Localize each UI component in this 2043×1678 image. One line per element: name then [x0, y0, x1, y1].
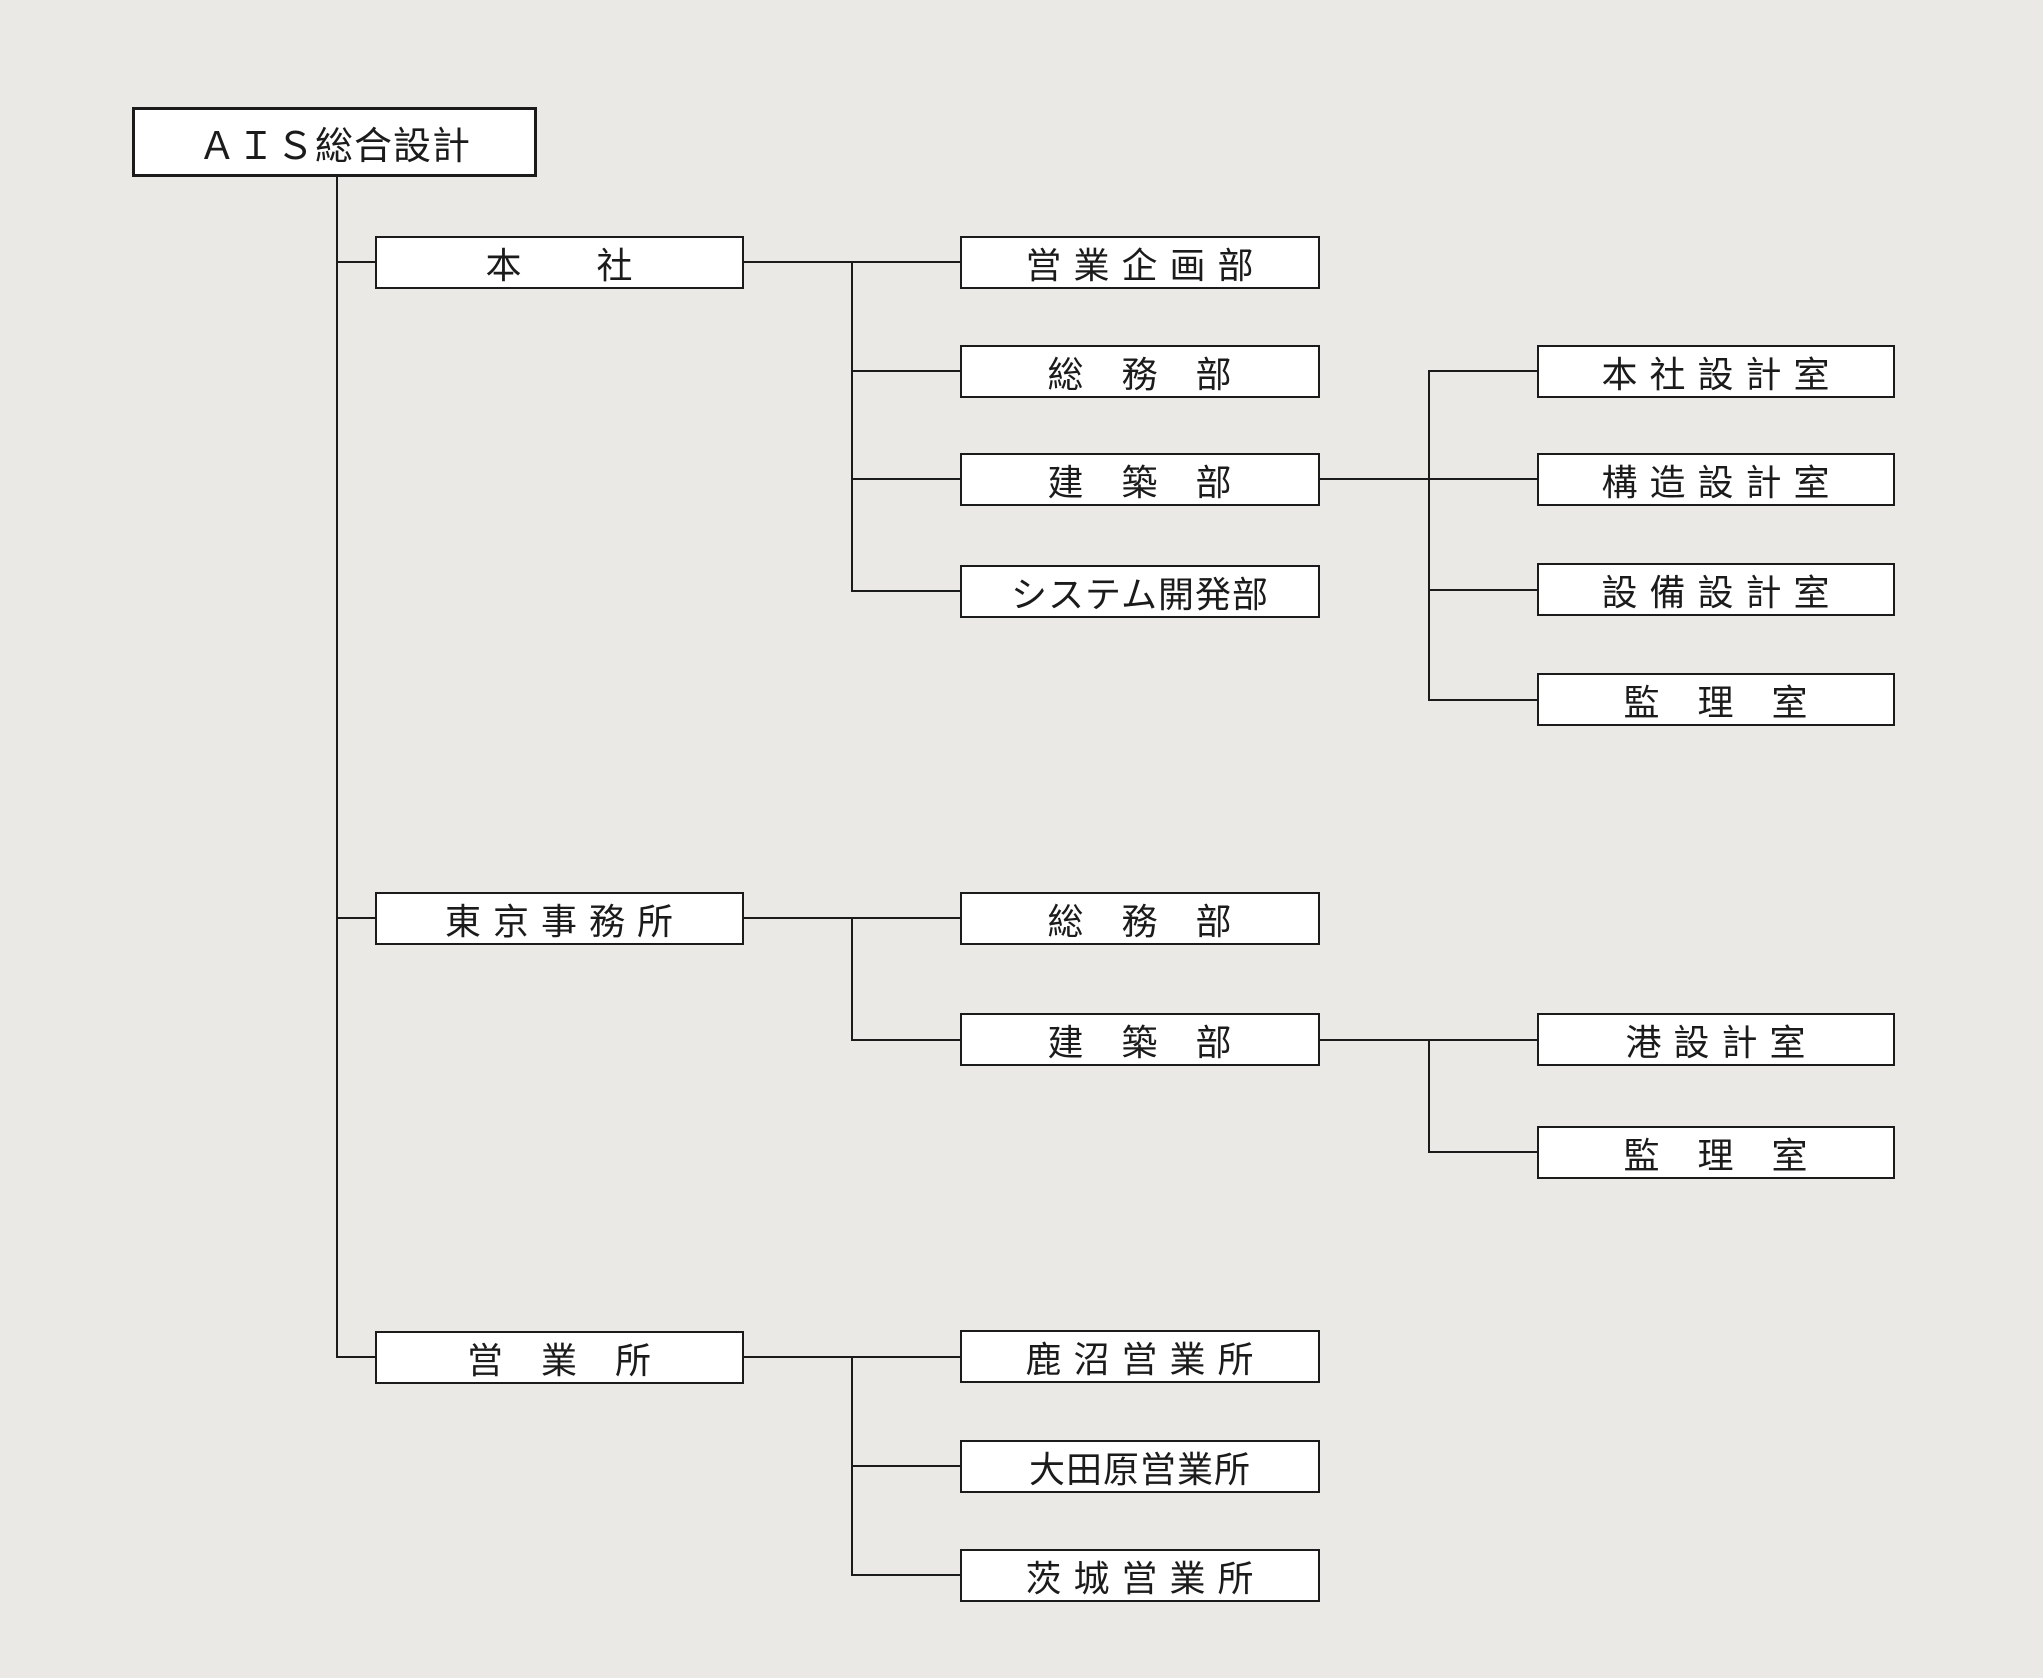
org-box-kanuma-eigyosho: 鹿 沼 営 業 所 — [960, 1330, 1320, 1383]
connector-stub-somubu-honsha — [851, 370, 960, 372]
connector-tokyo-branch — [851, 917, 853, 1041]
connector-stub-honsha — [336, 261, 375, 263]
org-box-kenchikubu-tokyo: 建 築 部 — [960, 1013, 1320, 1066]
connector-kenchikubu-honsha-branch — [1428, 370, 1430, 701]
org-box-somubu-tokyo: 総 務 部 — [960, 892, 1320, 945]
org-box-kenchikubu-honsha: 建 築 部 — [960, 453, 1320, 506]
connector-stub-kenchikubu-honsha — [851, 478, 960, 480]
connector-stub-honsha-sekkeishitsu — [1428, 370, 1537, 372]
connector-stub-system-kaihatsubu — [851, 590, 960, 592]
connector-stub-ibaraki — [851, 1574, 960, 1576]
connector-stub-eigyosho — [336, 1356, 375, 1358]
connector-stub-kenchikubu-tokyo — [851, 1039, 960, 1041]
connector-stub-setsubi-sekkeishitsu — [1428, 589, 1537, 591]
connector-trunk — [336, 177, 338, 1358]
connector-honsha-branch — [851, 261, 853, 592]
org-box-eigyo-kikakubu: 営 業 企 画 部 — [960, 236, 1320, 289]
org-box-kanrishitsu-tokyo: 監 理 室 — [1537, 1126, 1895, 1179]
connector-stub-kanrishitsu-honsha — [1428, 699, 1537, 701]
org-box-root: ＡＩＳ総合設計 — [132, 107, 537, 177]
org-box-kozo-sekkeishitsu: 構 造 設 計 室 — [1537, 453, 1895, 506]
connector-kenchikubu-tokyo-branch — [1428, 1039, 1430, 1153]
org-box-system-kaihatsubu: システム開発部 — [960, 565, 1320, 618]
connector-stub-tokyo — [336, 917, 375, 919]
connector-stub-kanrishitsu-tokyo — [1428, 1151, 1537, 1153]
org-box-honsha-sekkeishitsu: 本 社 設 計 室 — [1537, 345, 1895, 398]
org-box-tokyo-jimusho: 東 京 事 務 所 — [375, 892, 744, 945]
org-box-minato-sekkeishitsu: 港 設 計 室 — [1537, 1013, 1895, 1066]
org-box-honsha: 本 社 — [375, 236, 744, 289]
org-box-otawara-eigyosho: 大田原営業所 — [960, 1440, 1320, 1493]
connector-stub-otawara — [851, 1465, 960, 1467]
org-box-somubu-honsha: 総 務 部 — [960, 345, 1320, 398]
org-box-ibaraki-eigyosho: 茨 城 営 業 所 — [960, 1549, 1320, 1602]
org-box-kanrishitsu-honsha: 監 理 室 — [1537, 673, 1895, 726]
org-box-eigyosho: 営 業 所 — [375, 1331, 744, 1384]
org-box-setsubi-sekkeishitsu: 設 備 設 計 室 — [1537, 563, 1895, 616]
